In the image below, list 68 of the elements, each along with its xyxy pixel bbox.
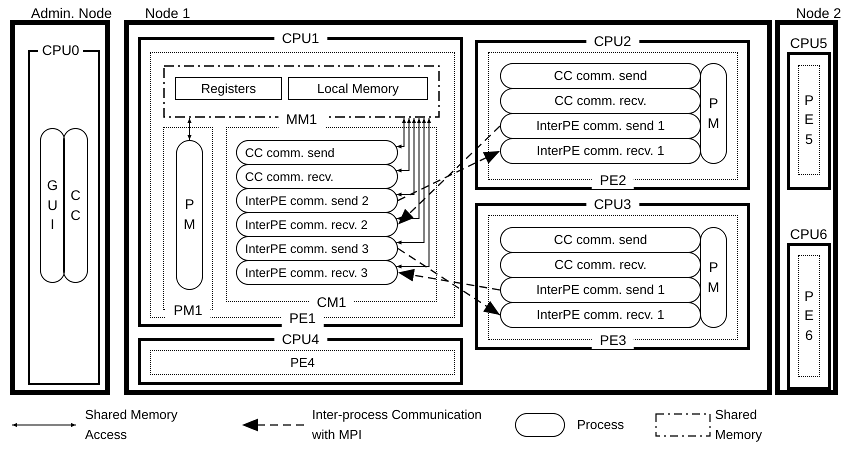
memory-access-arrow <box>396 118 426 244</box>
memory-access-arrow <box>396 118 421 220</box>
memory-access-arrow <box>396 118 411 172</box>
node-label: CPU6 <box>790 225 828 244</box>
node-label: InterPE comm. recv. 2 <box>245 216 368 232</box>
process-pill <box>500 138 701 164</box>
node-label: InterPE comm. send 1 <box>536 282 665 298</box>
node-label: CC <box>69 186 82 224</box>
pe-box <box>150 350 455 375</box>
process-pill <box>236 212 398 237</box>
node-label: Local Memory <box>317 80 399 96</box>
node-label: PE4 <box>290 354 315 370</box>
pe-box <box>798 65 820 175</box>
memory-access-arrow <box>396 118 416 196</box>
node-label: InterPE comm. send 1 <box>536 118 665 134</box>
legend-label: Process <box>577 416 625 434</box>
legend-label: Inter-process Communication with MPI <box>312 406 482 444</box>
node-label: InterPE comm. send 2 <box>245 192 369 208</box>
process-pill <box>236 260 398 285</box>
memory-access-arrow <box>396 118 406 148</box>
node-label: CC comm. send <box>245 144 335 160</box>
node-label: GUI <box>46 176 59 234</box>
legend-label: Shared Memory Access <box>85 406 178 444</box>
process-pill <box>700 63 727 164</box>
mpi-arrow <box>398 268 500 291</box>
pe-box <box>798 255 820 377</box>
process-pill <box>500 88 701 114</box>
node-label: InterPE comm. recv. 1 <box>536 143 664 159</box>
node-label: CC comm. recv. <box>245 168 334 184</box>
node-label: InterPE comm. send 3 <box>245 240 369 256</box>
process-pill <box>63 128 88 283</box>
process-pill <box>500 302 701 328</box>
mpi-arrow <box>398 150 500 202</box>
node-label: CC comm. recv. <box>554 93 647 109</box>
process-pill <box>500 277 701 303</box>
process-pill <box>176 140 203 290</box>
process-pill <box>500 252 701 278</box>
process-pill <box>500 63 701 89</box>
process-pill <box>236 188 398 213</box>
mpi-arrow <box>398 126 500 225</box>
process-pill <box>236 140 398 165</box>
mpi-arrow <box>398 248 500 316</box>
node-label: Node 2 <box>796 4 841 23</box>
node-label: PM <box>707 94 720 132</box>
memory-access-arrow <box>396 118 431 268</box>
process-pill <box>500 227 701 253</box>
node-label: CPU5 <box>790 34 828 53</box>
memory-access-arrow <box>188 118 192 140</box>
register-box <box>175 77 282 100</box>
process-pill <box>40 128 65 283</box>
node-label: PM <box>183 195 196 234</box>
node-label: Admin. Node <box>31 4 112 23</box>
node-label: Node 1 <box>145 4 190 23</box>
node-label: PE6 <box>803 286 815 345</box>
node-label: PE5 <box>803 90 815 149</box>
node-label: InterPE comm. recv. 3 <box>245 264 368 280</box>
process-pill <box>500 113 701 139</box>
process-pill <box>236 164 398 189</box>
node-label: CC comm. send <box>554 232 648 248</box>
node-label: Registers <box>201 80 256 96</box>
node-label: PM <box>707 258 720 296</box>
process-pill <box>236 236 398 261</box>
legend-label: Shared Memory <box>715 406 763 444</box>
process-pill <box>700 227 727 328</box>
node-label: CC comm. recv. <box>554 257 647 273</box>
memory-box <box>288 77 428 100</box>
node-label: InterPE comm. recv. 1 <box>536 307 664 323</box>
node-label: CC comm. send <box>554 68 648 84</box>
